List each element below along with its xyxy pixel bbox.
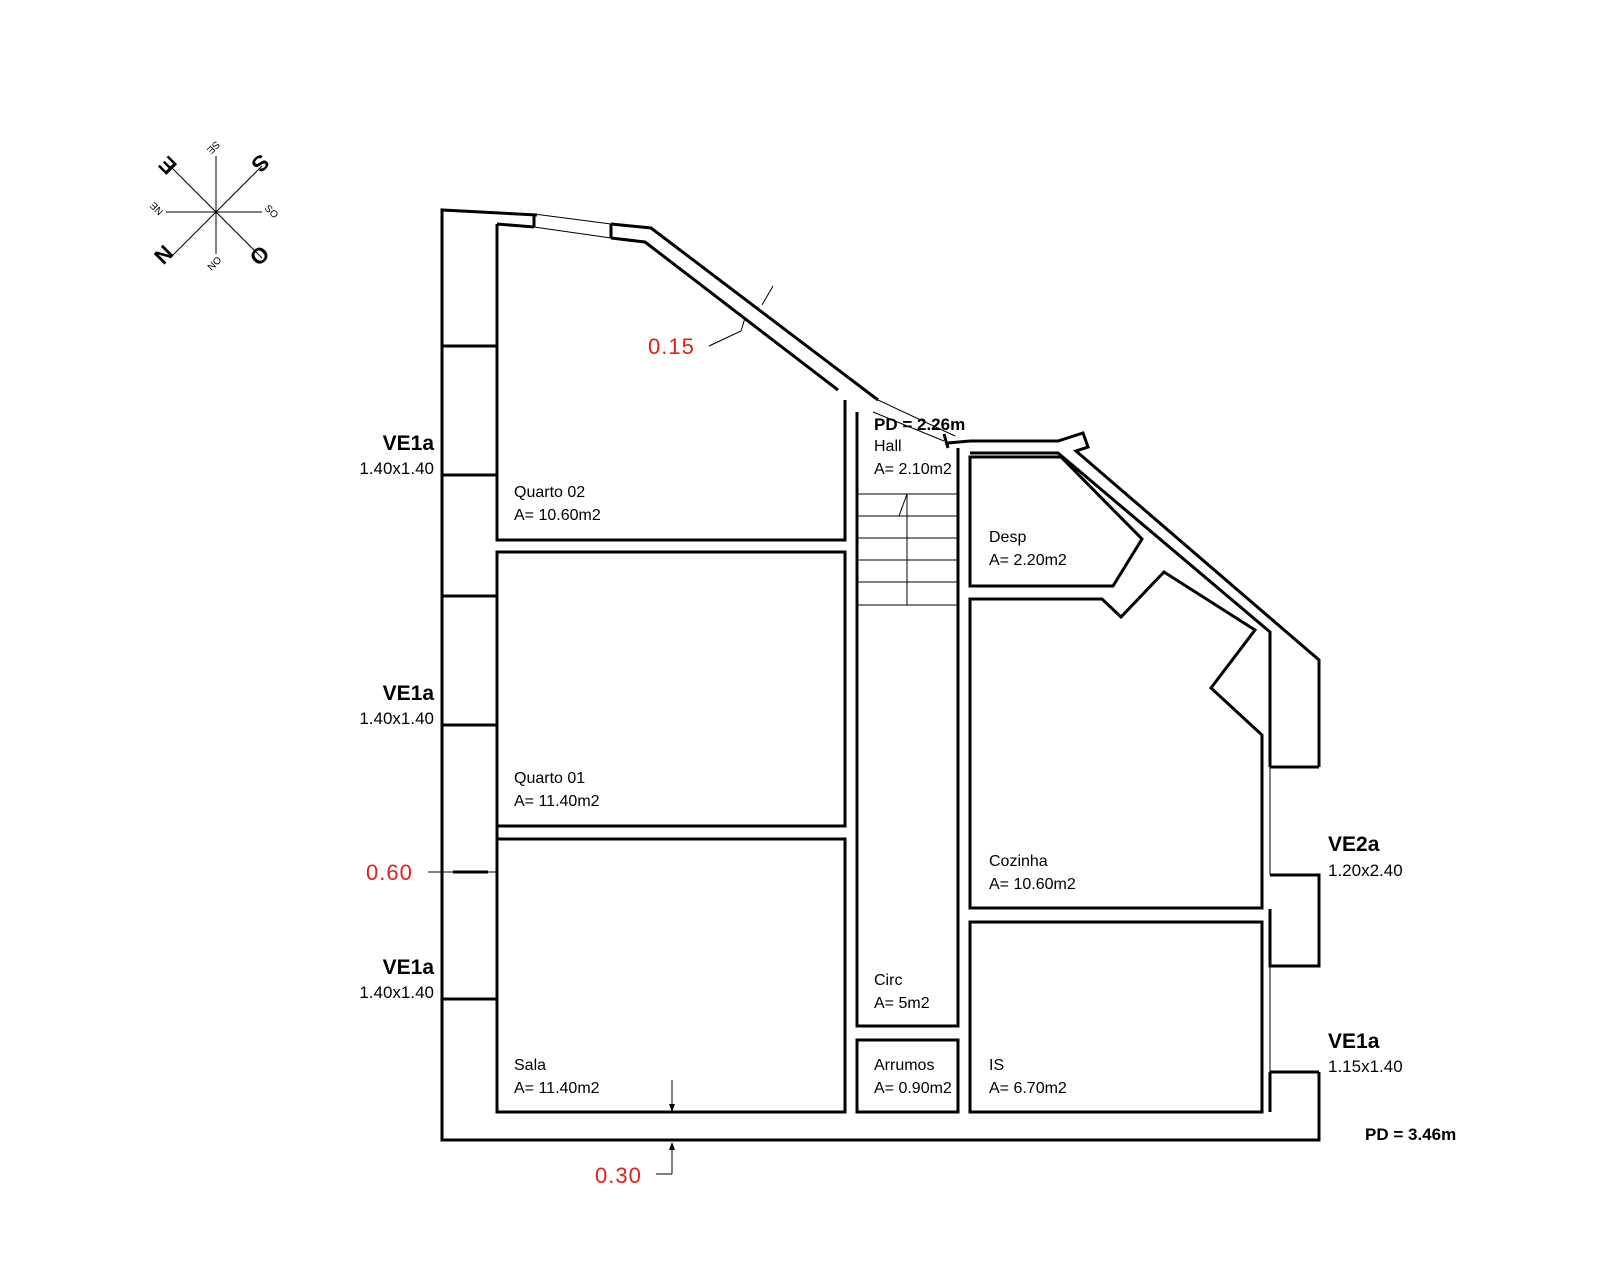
compass-south: S xyxy=(246,149,274,177)
dimension-annotations: 0.15 0.60 0.30 xyxy=(366,285,774,1188)
compass-southeast: SE xyxy=(204,138,221,155)
room-name-cozinha: Cozinha xyxy=(989,853,1048,870)
window-code-3: VE1a xyxy=(383,956,435,979)
room-name-quarto01: Quarto 01 xyxy=(514,770,585,787)
ceiling-height-main: PD = 3.46m xyxy=(1365,1125,1456,1144)
room-area-circ: A= 5m2 xyxy=(874,995,930,1012)
window-size-3: 1.40x1.40 xyxy=(359,983,434,1002)
window-code-2: VE1a xyxy=(383,682,435,705)
compass-northeast: NE xyxy=(148,199,166,217)
stairs xyxy=(857,493,958,606)
window-size-4: 1.20x2.40 xyxy=(1328,861,1403,880)
compass-rose: N S E O NE SE SO NO xyxy=(148,138,280,273)
room-area-sala: A= 11.40m2 xyxy=(514,1080,600,1097)
window-code-4: VE2a xyxy=(1328,833,1380,856)
compass-north: N xyxy=(149,240,178,269)
compass-east: E xyxy=(154,151,182,179)
room-area-hall: A= 2.10m2 xyxy=(874,461,952,478)
ceiling-heights: PD = 2.26m PD = 3.46m xyxy=(874,415,1456,1144)
window-code-1: VE1a xyxy=(383,432,435,455)
compass-southwest: SO xyxy=(262,203,280,221)
room-area-desp: A= 2.20m2 xyxy=(989,552,1067,569)
compass-northwest: NO xyxy=(206,255,225,274)
room-area-arrumos: A= 0.90m2 xyxy=(874,1080,952,1097)
room-name-hall: Hall xyxy=(874,438,902,455)
room-area-is: A= 6.70m2 xyxy=(989,1080,1067,1097)
window-size-2: 1.40x1.40 xyxy=(359,709,434,728)
room-name-is: IS xyxy=(989,1057,1004,1074)
ceiling-height-upper: PD = 2.26m xyxy=(874,415,965,434)
room-name-arrumos: Arrumos xyxy=(874,1057,934,1074)
room-name-sala: Sala xyxy=(514,1057,546,1074)
dimension-roof-wall: 0.15 xyxy=(648,334,695,359)
room-area-quarto02: A= 10.60m2 xyxy=(514,507,601,524)
room-area-quarto01: A= 11.40m2 xyxy=(514,793,600,810)
window-labels: VE1a 1.40x1.40 VE1a 1.40x1.40 VE1a 1.40x… xyxy=(359,432,1402,1076)
room-area-cozinha: A= 10.60m2 xyxy=(989,876,1076,893)
room-name-desp: Desp xyxy=(989,529,1026,546)
room-name-quarto02: Quarto 02 xyxy=(514,484,585,501)
window-code-5: VE1a xyxy=(1328,1030,1380,1053)
dimension-exterior-wall: 0.60 xyxy=(366,860,413,885)
room-labels: Quarto 02 A= 10.60m2 Quarto 01 A= 11.40m… xyxy=(514,438,1076,1097)
room-name-circ: Circ xyxy=(874,972,902,989)
dimension-bottom-wall: 0.30 xyxy=(595,1163,642,1188)
window-size-1: 1.40x1.40 xyxy=(359,459,434,478)
interior-walls xyxy=(495,224,1264,1114)
window-size-5: 1.15x1.40 xyxy=(1328,1057,1403,1076)
